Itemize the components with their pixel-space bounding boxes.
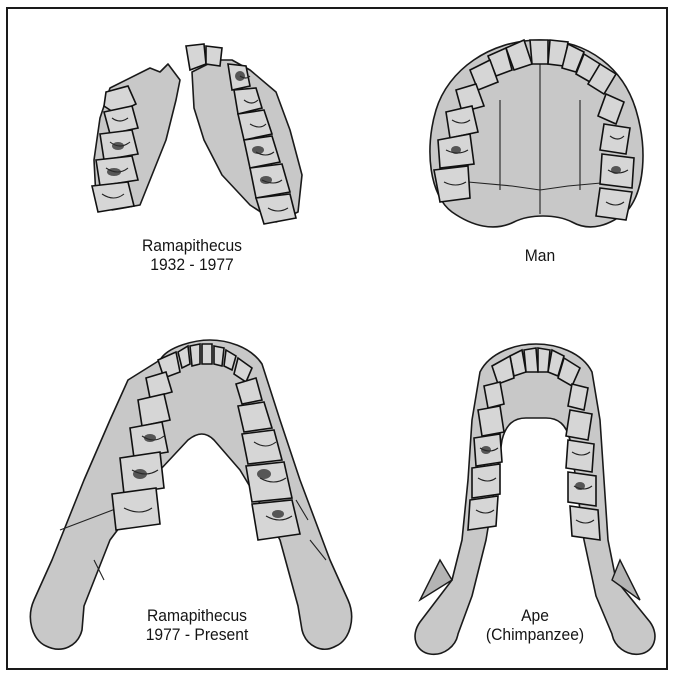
caption-line: Ramapithecus bbox=[119, 606, 275, 625]
caption-line: (Chimpanzee) bbox=[466, 625, 604, 644]
mandible-body bbox=[30, 340, 351, 649]
caption-ramapithecus-1932: Ramapithecus 1932 - 1977 bbox=[118, 236, 265, 274]
ramapithecus-maxilla-1932 bbox=[92, 44, 302, 224]
caption-ramapithecus-1977: Ramapithecus 1977 - Present bbox=[119, 606, 275, 644]
caption-ape-chimpanzee: Ape (Chimpanzee) bbox=[466, 606, 604, 644]
caption-line: Ape bbox=[466, 606, 604, 625]
human-maxilla bbox=[430, 40, 643, 227]
caption-line: 1932 - 1977 bbox=[118, 255, 265, 274]
caption-line: 1977 - Present bbox=[119, 625, 275, 644]
ramapithecus-mandible-1977 bbox=[30, 340, 351, 649]
caption-line: Ramapithecus bbox=[118, 236, 265, 255]
incisor bbox=[206, 46, 222, 66]
caption-man: Man bbox=[476, 246, 605, 265]
caption-line: Man bbox=[476, 246, 605, 265]
